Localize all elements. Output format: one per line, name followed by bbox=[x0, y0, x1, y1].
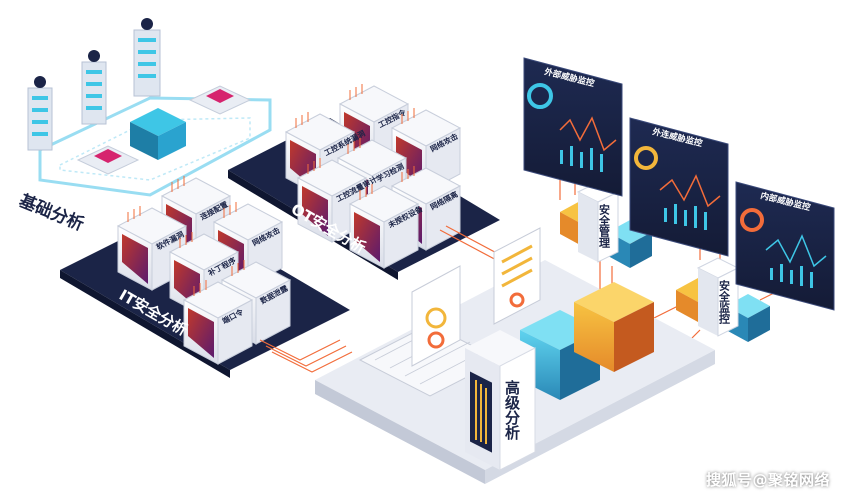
safety-monitoring-stack: 安全监控 bbox=[676, 257, 770, 342]
safety-management-stack: 安全管理 bbox=[560, 181, 652, 268]
monitor-panel-traffic: 外连威胁监控 bbox=[629, 117, 729, 257]
monitor-panel-internal: 内部威胁监控 bbox=[735, 181, 835, 311]
server-tower bbox=[27, 76, 53, 151]
analysis-monitor bbox=[411, 265, 461, 367]
data-cube-yellow bbox=[574, 282, 654, 372]
module-box: 端口令 bbox=[182, 280, 254, 365]
advanced-analysis-tower bbox=[465, 330, 536, 471]
server-tower bbox=[81, 50, 107, 125]
safety-monitoring-label: 安全监控 bbox=[718, 279, 732, 325]
server-tower bbox=[133, 18, 161, 97]
watermark: 搜狐号@聚铭网络 bbox=[705, 471, 830, 489]
device-pad bbox=[188, 85, 252, 115]
analysis-monitor bbox=[493, 227, 541, 325]
safety-management-label: 安全管理 bbox=[598, 203, 612, 248]
monitor-panel-external: 外部威胁监控 bbox=[523, 57, 623, 197]
central-hub bbox=[130, 108, 186, 160]
module-box: 工控流量审计 bbox=[296, 158, 379, 243]
device-pad bbox=[76, 145, 140, 175]
advanced-analysis-platform: 高级分析 bbox=[315, 227, 715, 484]
basic-analysis-label: 基础分析 bbox=[15, 190, 87, 235]
advanced-analysis-label: 高级分析 bbox=[503, 379, 521, 441]
basic-analysis-region: 基础分析 bbox=[15, 18, 272, 235]
module-box: 未授权设备 bbox=[348, 184, 424, 269]
module-box: 网络攻击 bbox=[212, 202, 284, 287]
